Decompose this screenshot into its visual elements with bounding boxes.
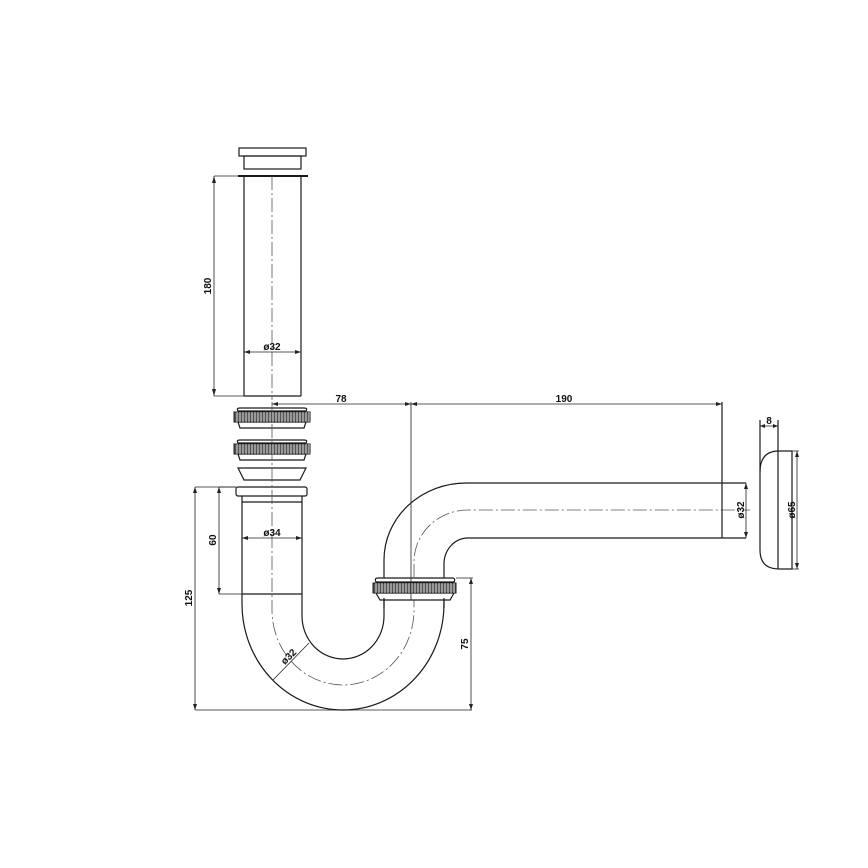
label-tube-diameter: ø32 [263, 342, 281, 353]
dimension-flange-diameter: ø65 [778, 450, 799, 570]
label-inlet-height: 60 [208, 534, 219, 546]
dimension-inlet-diameter: ø34 [242, 528, 302, 540]
inlet-sleeve [235, 402, 308, 600]
label-trap-diameter: ø32 [279, 647, 299, 667]
dimension-horizontal: 78 190 [272, 394, 722, 600]
dimension-tube-length: 180 [203, 175, 244, 397]
dimension-total-height: 125 [184, 486, 472, 711]
label-tube-length: 180 [203, 277, 214, 294]
label-horizontal-offset: 78 [335, 394, 347, 405]
top-cap [238, 147, 307, 170]
label-inlet-diameter: ø34 [263, 528, 281, 539]
label-flange-thickness: 8 [766, 416, 772, 427]
outlet-pipe [383, 402, 750, 578]
label-total-height: 125 [184, 589, 195, 606]
knurled-nut-upper [233, 407, 311, 429]
tapered-washer [237, 467, 307, 481]
wall-flange [759, 420, 793, 570]
trap-nut [372, 577, 457, 608]
dimension-inlet-height: 60 [208, 486, 242, 595]
label-flange-diameter: ø65 [787, 501, 798, 519]
extension-tube [238, 175, 308, 400]
dimension-trap-diameter: ø32 [272, 642, 310, 681]
label-outlet-length: 190 [556, 394, 573, 405]
u-bend [241, 594, 445, 711]
dimension-trap-depth: 75 [456, 577, 473, 710]
label-trap-depth: 75 [460, 638, 471, 650]
dimension-tube-diameter: ø32 [244, 342, 301, 354]
dimension-flange-thickness: 8 [760, 416, 778, 428]
label-outlet-diameter: ø32 [736, 501, 747, 519]
dimension-outlet-diameter: ø32 [736, 483, 748, 538]
